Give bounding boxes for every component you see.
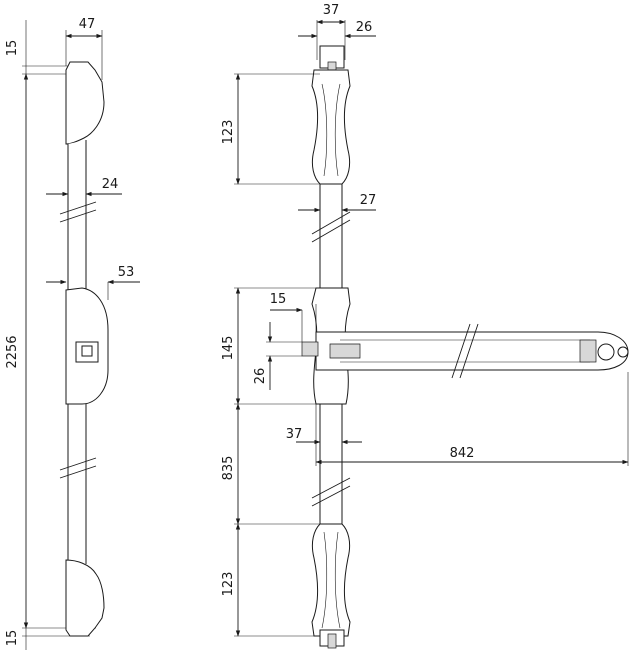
- side-rod-upper: [67, 140, 87, 291]
- dim-rod-length: 835: [221, 456, 236, 481]
- dim-lower-width: 37: [286, 427, 303, 442]
- dim-side-lock: 53: [118, 265, 135, 280]
- front-rod-lower: [319, 404, 343, 524]
- dim-side-width: 47: [79, 17, 96, 32]
- dim-lower-case-height: 123: [221, 572, 236, 597]
- side-top-cap: [65, 61, 105, 145]
- front-upper-case: [311, 69, 351, 185]
- dim-total-height: 2256: [5, 335, 20, 368]
- dim-lock-small: 26: [253, 368, 268, 385]
- dim-bottom-gap: 15: [5, 630, 20, 647]
- dim-front-top-small: 26: [356, 20, 373, 35]
- dim-front-rod: 27: [360, 193, 377, 208]
- dim-side-rod: 24: [102, 177, 119, 192]
- dim-top-gap: 15: [5, 40, 20, 57]
- dim-front-small-offset: 15: [270, 292, 287, 307]
- front-lower-case: [311, 523, 351, 637]
- dim-front-top-width: 37: [323, 3, 340, 18]
- front-rod-upper: [319, 184, 343, 288]
- dim-upper-case-height: 123: [221, 120, 236, 145]
- side-rod-lower: [67, 404, 87, 564]
- side-view: 2256 15 15 47 24 53: [5, 17, 140, 650]
- front-view: 37 26: [221, 3, 629, 649]
- dim-lock-height: 145: [221, 336, 236, 361]
- side-bottom-cap: [65, 559, 105, 637]
- dim-bar-length: 842: [450, 446, 475, 461]
